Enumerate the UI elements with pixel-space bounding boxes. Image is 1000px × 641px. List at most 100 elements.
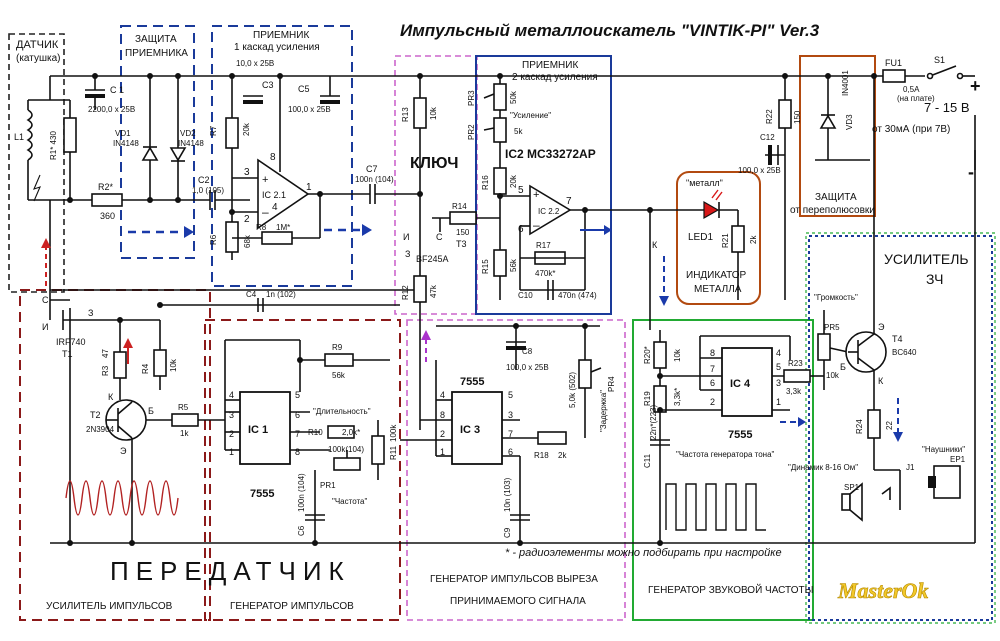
- t1-source-pin: И: [42, 322, 48, 332]
- ic21-pin3: 3: [244, 167, 250, 178]
- flow-arrow-blue-head: [604, 225, 612, 235]
- ic1-pin4: 4: [229, 390, 234, 400]
- t3-gate-pin: З: [405, 249, 410, 259]
- ic22-pin6: 6: [518, 224, 524, 235]
- r20-value: 10k: [673, 348, 682, 362]
- sensor-subtitle: (катушка): [16, 53, 60, 64]
- c1-label: С 1: [110, 85, 124, 95]
- junction-dot: [582, 323, 588, 329]
- junction-dot: [782, 73, 788, 79]
- polarity-title: ЗАЩИТА: [815, 192, 857, 203]
- t2-collector: [117, 401, 133, 415]
- key-block-frame: [394, 55, 478, 315]
- amp3ch-block-frame: [808, 235, 993, 621]
- junction-dot: [92, 73, 98, 79]
- transistor-t4: [845, 331, 887, 373]
- c3-plate-b: [243, 100, 263, 104]
- ic4-pin8: 8: [710, 348, 715, 358]
- ic1-pin1: 1: [229, 447, 234, 457]
- c12-label: C12: [760, 133, 775, 142]
- flow-arrow-blue-head: [659, 296, 669, 306]
- vd3-label: VD3: [845, 114, 854, 130]
- power-minus: -: [968, 162, 974, 182]
- vd2-label: VD2: [180, 129, 196, 138]
- resistor-r23: [783, 369, 811, 383]
- led-label: LED1: [688, 232, 713, 243]
- protection-subtitle: ПРИЕМНИКА: [125, 48, 188, 59]
- junction-dot: [117, 317, 123, 323]
- junction-dot: [229, 209, 235, 215]
- ic3-pin2: 2: [440, 429, 445, 439]
- resistor-r21: [731, 225, 745, 253]
- pot-pr1: [333, 457, 361, 471]
- junction-dot: [647, 207, 653, 213]
- t4-collector-pin: К: [878, 376, 884, 386]
- resistor-r15: [493, 249, 507, 277]
- t4-label: T4: [892, 334, 903, 344]
- led-led1: [703, 200, 720, 220]
- junction-dot: [229, 73, 235, 79]
- r19-value: 3,3k*: [673, 388, 682, 406]
- r13-label: R13: [401, 107, 410, 122]
- switch-contact-b: [956, 72, 964, 80]
- c7-value: 100n (104): [355, 175, 394, 184]
- junction-dot: [657, 540, 663, 546]
- pr5-label: PR5: [824, 323, 840, 332]
- fuse-label: FU1: [885, 58, 902, 68]
- ic3-type: 7555: [460, 376, 484, 388]
- switch-label: S1: [934, 55, 945, 65]
- diode-vd3: [819, 114, 837, 129]
- c4-label: C4: [246, 290, 257, 299]
- pr5-value: 10k: [826, 371, 840, 380]
- c7-label: C7: [366, 164, 378, 174]
- ic4-pin5: 5: [776, 362, 781, 372]
- resistor-r20: [653, 341, 667, 369]
- junction-dot: [497, 73, 503, 79]
- pulse-amp-label: УСИЛИТЕЛЬ ИМПУЛЬСОВ: [46, 601, 173, 612]
- flow-arrow-red-head: [123, 338, 133, 348]
- r20-label: R20*: [643, 346, 652, 364]
- indicator-subtitle: МЕТАЛЛА: [694, 284, 742, 295]
- c12-plate-b: [768, 145, 772, 165]
- c8-value: 100,0 х 25В: [506, 363, 549, 372]
- jack-contact: [881, 486, 891, 500]
- c3-value: 10,0 х 25В: [236, 59, 274, 68]
- r16-value: 20k: [509, 174, 518, 188]
- ic1-pin6: 6: [295, 410, 300, 420]
- protection-title: ЗАЩИТА: [135, 34, 177, 45]
- resistor-r18: [537, 431, 567, 445]
- ic3-pin6: 6: [508, 447, 513, 457]
- r18-label: R18: [534, 451, 549, 460]
- indicator-title: ИНДИКАТОР: [686, 270, 747, 281]
- resistor-r9: [324, 353, 354, 367]
- r13-value: 10k: [429, 106, 438, 120]
- r14-value: 150: [456, 228, 470, 237]
- resistor-r3: [113, 351, 127, 379]
- r21-label: R21: [721, 233, 730, 248]
- sensor-title: ДАТЧИК: [16, 39, 59, 51]
- ic3-pin4: 4: [440, 390, 445, 400]
- speaker-cone: [849, 482, 863, 522]
- t2-base-pin: Б: [148, 406, 154, 416]
- r9-label: R9: [332, 343, 343, 352]
- ic3-pin5: 5: [508, 390, 513, 400]
- c6-value: 100n (104): [297, 473, 306, 512]
- r15-label: R15: [481, 259, 490, 274]
- coil-l1: [26, 109, 33, 161]
- flow-arrow-red-head: [41, 238, 51, 248]
- coil-spiral-arrow: [33, 174, 41, 202]
- pr2-wiper: [483, 127, 495, 131]
- r21-value: 2k: [749, 235, 758, 244]
- junction-dot: [297, 357, 303, 363]
- resistor-r11: [371, 435, 385, 465]
- ic1-pin8: 8: [295, 447, 300, 457]
- r17-label: R17: [536, 241, 551, 250]
- resistor-r8: [261, 231, 293, 245]
- c11-label: C11: [643, 453, 652, 468]
- ic4-pin7: 7: [710, 364, 715, 374]
- power-voltage: 7 - 15 В: [924, 100, 970, 115]
- r2-value: 360: [100, 211, 115, 221]
- pot-pr5: [817, 333, 831, 361]
- r2-label: R2*: [98, 182, 114, 192]
- ic21-pin1: 1: [306, 182, 312, 193]
